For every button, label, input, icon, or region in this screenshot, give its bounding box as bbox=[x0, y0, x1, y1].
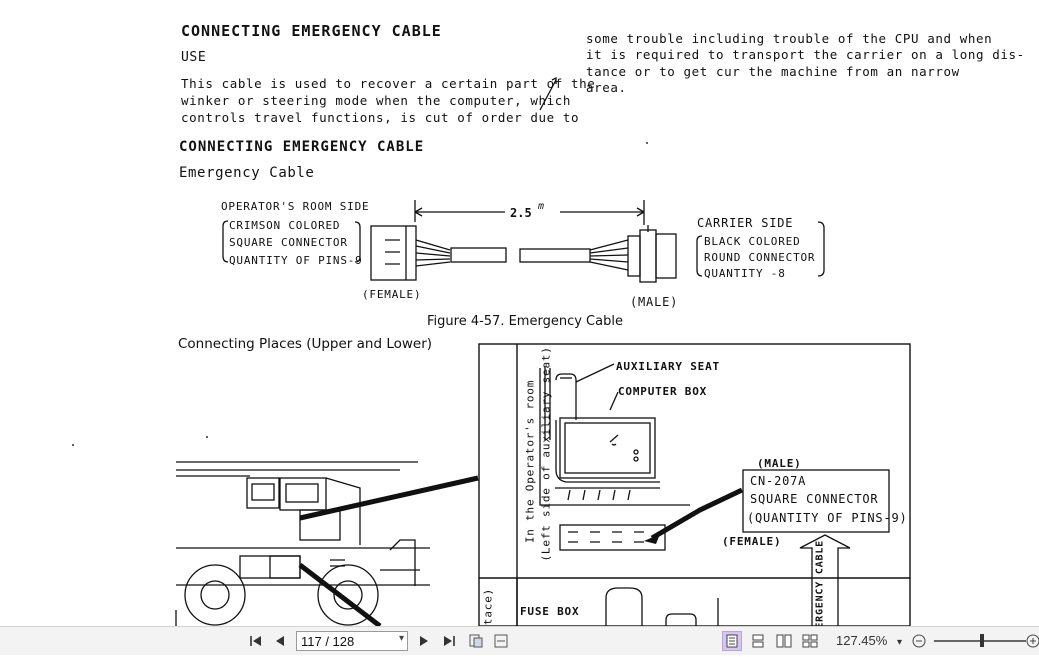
last-page-icon[interactable] bbox=[440, 627, 458, 655]
emergency-cable-subtitle: Emergency Cable bbox=[179, 165, 315, 181]
fuse-box-label: FUSE BOX bbox=[520, 605, 580, 618]
male-label-2: (MALE) bbox=[757, 457, 802, 470]
zoom-value: 127.45% bbox=[836, 633, 888, 648]
page-number-value: 117 / 128 bbox=[301, 633, 355, 649]
female-label-2: (FEMALE) bbox=[722, 535, 782, 548]
carrier-line-3: QUANTITY -8 bbox=[704, 267, 786, 280]
next-page-icon[interactable] bbox=[417, 627, 431, 655]
use-right-line-1: some trouble including trouble of the CP… bbox=[586, 31, 993, 46]
female-label: (FEMALE) bbox=[362, 288, 422, 301]
computer-box-label: COMPUTER BOX bbox=[618, 385, 708, 398]
zoom-slider-handle[interactable] bbox=[980, 634, 984, 647]
cn-line-3: (QUANTITY OF PINS-9) bbox=[747, 511, 908, 525]
zoom-out-icon[interactable] bbox=[910, 627, 928, 655]
operator-side-label: OPERATOR'S ROOM SIDE bbox=[221, 200, 370, 213]
use-left-line-2: winker or steering mode when the compute… bbox=[181, 93, 572, 108]
zoom-dropdown-icon[interactable]: ▾ bbox=[896, 637, 902, 648]
carrier-side-label: CARRIER SIDE bbox=[697, 216, 794, 230]
section-title-2: CONNECTING EMERGENCY CABLE bbox=[179, 139, 425, 155]
figure-drawings bbox=[72, 76, 911, 626]
two-page-icon[interactable] bbox=[774, 631, 794, 651]
use-heading: USE bbox=[181, 50, 207, 65]
use-right-line-3: tance or to get cur the machine from an … bbox=[586, 64, 960, 79]
op-line-1: CRIMSON COLORED bbox=[229, 219, 341, 232]
use-left-line-1: This cable is used to recover a certain … bbox=[181, 76, 596, 91]
length-unit: m bbox=[538, 201, 545, 212]
page-dropdown-icon[interactable]: ▾ bbox=[398, 633, 404, 644]
connecting-places-heading: Connecting Places (Upper and Lower) bbox=[178, 336, 433, 352]
section-title: CONNECTING EMERGENCY CABLE bbox=[181, 22, 442, 40]
zoom-in-icon[interactable] bbox=[1026, 627, 1039, 655]
carrier-line-2: ROUND CONNECTOR bbox=[704, 251, 816, 264]
auxiliary-seat-label: AUXILIARY SEAT bbox=[616, 360, 720, 373]
continuous-icon[interactable] bbox=[748, 631, 768, 651]
first-page-icon[interactable] bbox=[248, 627, 264, 655]
male-label: (MALE) bbox=[630, 295, 679, 309]
length-value: 2.5 bbox=[510, 206, 532, 220]
viewer-toolbar: 117 / 128 ▾ 127.45% ▾ bbox=[0, 626, 1039, 655]
use-left-line-3: controls travel functions, is cut of ord… bbox=[181, 110, 580, 125]
single-page-icon[interactable] bbox=[722, 631, 742, 651]
carrier-line-1: BLACK COLORED bbox=[704, 235, 801, 248]
cn-line-1: CN-207A bbox=[750, 474, 807, 488]
page-number-input[interactable]: 117 / 128 ▾ bbox=[296, 631, 408, 651]
use-right-line-2: it is required to transport the carrier … bbox=[586, 47, 1025, 62]
two-page-continuous-icon[interactable] bbox=[800, 631, 820, 651]
rotate-icon[interactable] bbox=[467, 627, 485, 655]
prev-page-icon[interactable] bbox=[273, 627, 287, 655]
cn-line-2: SQUARE CONNECTOR bbox=[750, 492, 879, 506]
document-page: CONNECTING EMERGENCY CABLE USE This cabl… bbox=[72, 22, 1025, 626]
fit-icon[interactable] bbox=[492, 627, 510, 655]
op-line-3: QUANTITY OF PINS-9 bbox=[229, 254, 363, 267]
use-right-line-4: area. bbox=[586, 80, 627, 95]
op-line-2: SQUARE CONNECTOR bbox=[229, 236, 348, 249]
figure-caption: Figure 4-57. Emergency Cable bbox=[427, 314, 623, 329]
zoom-level[interactable]: 127.45% ▾ bbox=[836, 627, 902, 655]
